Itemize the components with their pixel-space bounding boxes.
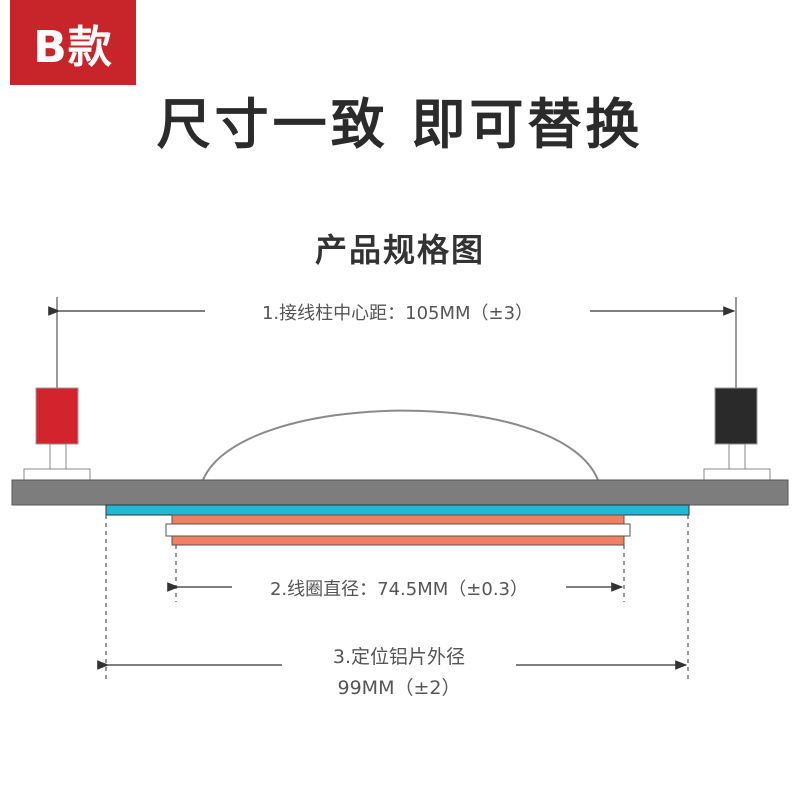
headline: 尺寸一致 即可替换 [156,93,644,156]
terminal-negative-post [728,443,746,471]
terminal-positive-post [49,443,67,471]
coil-diameter-label: 2.线圈直径：74.5MM（±0.3） [269,579,529,600]
terminal-spacing-label: 1.接线柱中心距：105MM（±3） [261,303,534,324]
plate-diameter-label-line1: 3.定位铝片外径 [332,646,466,668]
plate-diameter-label-line2: 99MM（±2） [337,677,461,699]
coil-spacer [165,523,631,537]
positioning-plate [105,504,690,516]
terminal-negative-base [703,468,771,482]
coil-lower [171,535,625,546]
model-badge: B款 [10,0,136,85]
terminal-positive [35,387,79,445]
coil-upper [171,514,625,525]
terminal-negative [714,387,758,445]
base-plate [11,479,789,506]
terminal-positive-base [23,468,91,482]
diagram-title: 产品规格图 [314,231,485,269]
dome-outline [202,409,599,481]
model-badge-label: B款 [33,21,113,73]
